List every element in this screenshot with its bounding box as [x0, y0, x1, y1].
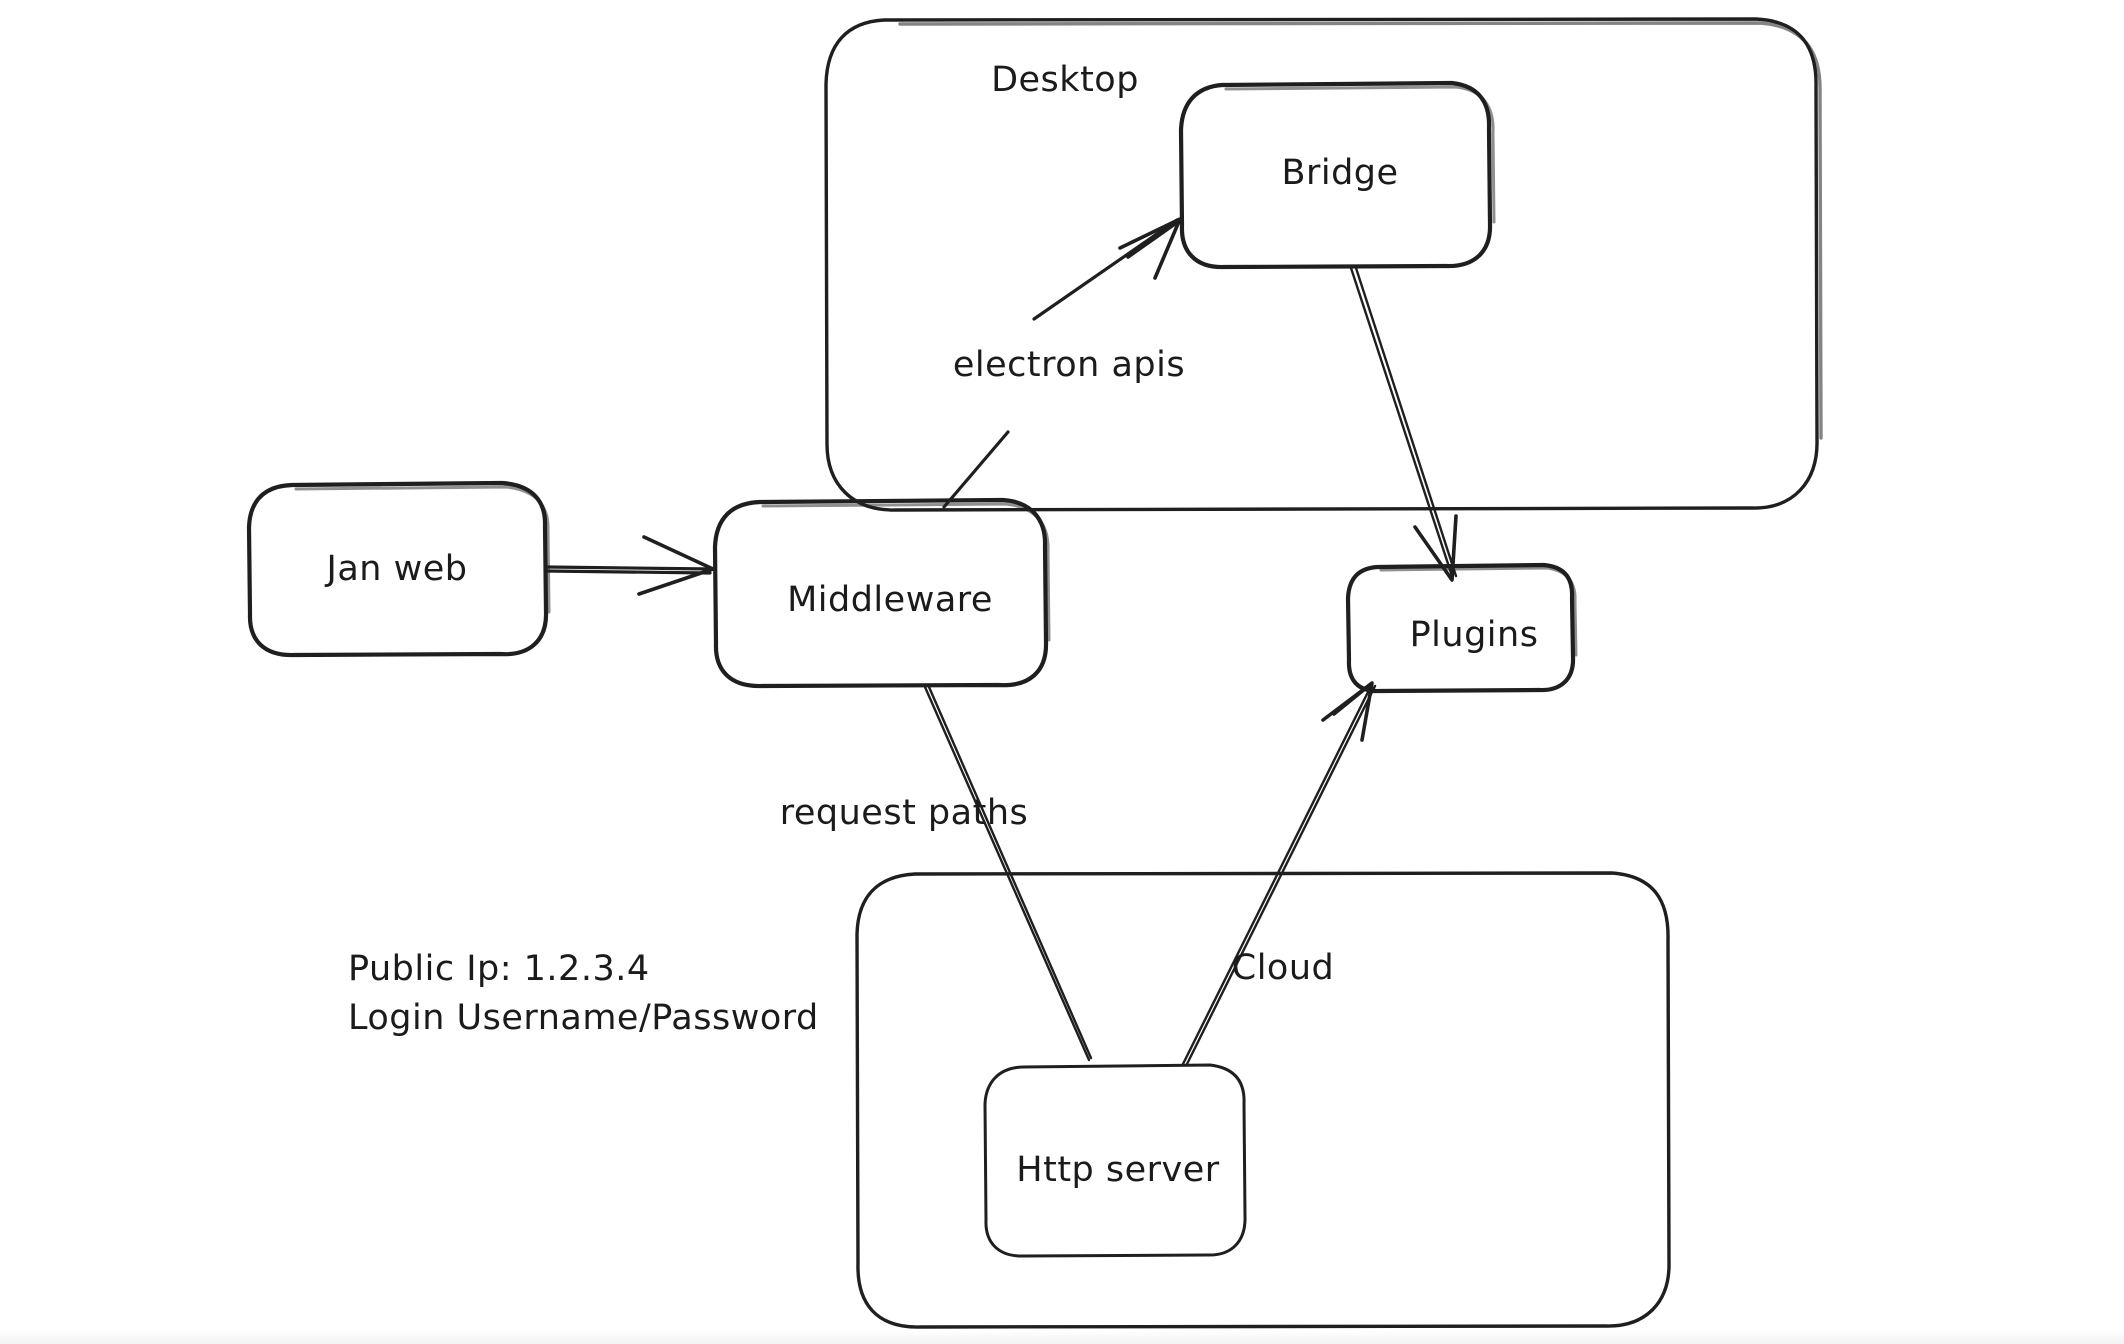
- node-label-http-server: Http server: [1016, 1150, 1220, 1190]
- edge-label-request-paths: request paths: [779, 793, 1029, 833]
- note-login-credentials: Login Username/Password: [348, 998, 819, 1038]
- edge-bridge-to-plugins: [1349, 266, 1458, 582]
- container-desktop-shape: [824, 17, 1823, 512]
- container-cloud-shape: [855, 871, 1671, 1329]
- node-bridge-shape: [1178, 80, 1496, 270]
- edge-middleware-to-http: [923, 685, 1093, 1062]
- edge-http-to-plugins: [1181, 681, 1377, 1066]
- container-label-desktop: Desktop: [991, 60, 1139, 100]
- node-middleware-shape: [712, 497, 1051, 689]
- node-label-bridge: Bridge: [1281, 153, 1399, 193]
- bottom-edge-band: [0, 1330, 2124, 1344]
- node-label-jan-web: Jan web: [326, 549, 468, 589]
- note-public-ip: Public Ip: 1.2.3.4: [348, 949, 650, 989]
- node-jan-web-shape: [246, 480, 551, 658]
- connection-info-note: Public Ip: 1.2.3.4 Login Username/Passwo…: [348, 945, 819, 1043]
- edge-label-electron-apis: electron apis: [952, 345, 1186, 385]
- edge-label-cloud: Cloud: [1231, 948, 1335, 988]
- node-plugins-shape: [1345, 562, 1578, 694]
- node-label-plugins: Plugins: [1409, 615, 1539, 655]
- edge-jan-to-middleware: [544, 535, 715, 596]
- edge-middleware-to-bridge: [942, 217, 1182, 509]
- node-label-middleware: Middleware: [787, 580, 993, 620]
- node-http-server-shape: [983, 1063, 1247, 1258]
